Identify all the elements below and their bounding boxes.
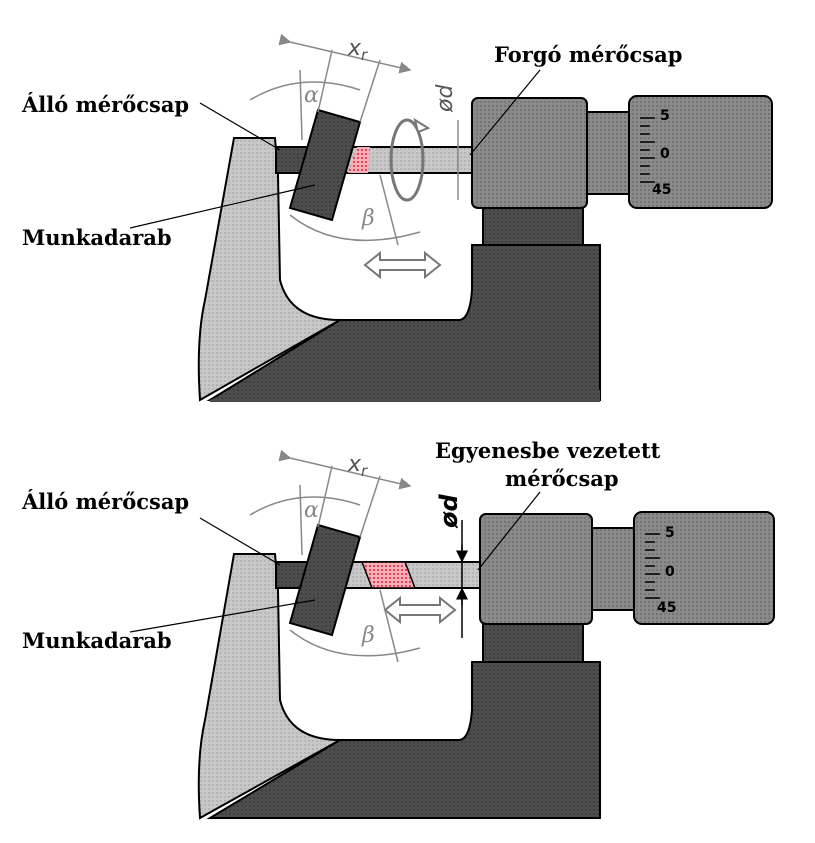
top-label-fixed-anvil: Álló mérőcsap <box>21 92 189 117</box>
top-micrometer: 5 0 45 α β xr ød Álló mérőcsap Forgó mér… <box>21 33 773 402</box>
top-workpiece <box>288 108 362 222</box>
top-label-rotating-spindle: Forgó mérőcsap <box>494 42 682 67</box>
bottom-scale-45: 45 <box>657 600 676 616</box>
bottom-beta: β <box>361 623 375 648</box>
bottom-xr-ext1 <box>317 465 333 528</box>
top-contact-area <box>348 147 370 173</box>
top-frame-body-lower <box>210 390 600 402</box>
top-scale-45: 45 <box>652 182 671 198</box>
top-barrel <box>586 111 630 195</box>
bottom-double-arrow-icon <box>383 595 457 625</box>
bottom-label-guided-line2: mérőcsap <box>505 466 619 491</box>
top-leader-spindle <box>469 69 541 156</box>
top-label-workpiece: Munkadarab <box>22 225 172 250</box>
top-beta-guide <box>379 174 399 246</box>
bottom-alpha: α <box>304 498 319 523</box>
top-rotation-arrowhead-icon <box>413 117 431 134</box>
top-beta: β <box>361 206 375 231</box>
bottom-leader-anvil <box>199 517 281 566</box>
bottom-xr: xr <box>347 452 368 480</box>
bottom-xr-ext2 <box>359 475 381 538</box>
bottom-scale-drum <box>633 511 775 625</box>
bottom-label-fixed-anvil: Álló mérőcsap <box>21 489 189 514</box>
top-xr-line <box>278 33 412 74</box>
top-scale-drum <box>628 95 773 209</box>
top-beta-arc <box>289 214 421 242</box>
bottom-label-guided-line1: Egyenesbe vezetett <box>435 438 661 463</box>
bottom-beta-arc <box>289 629 421 657</box>
bottom-micrometer: 5 0 45 α β xr ød Álló mérőcsap Egyenesbe… <box>21 438 775 820</box>
bottom-diameter: ød <box>435 494 463 529</box>
top-sleeve <box>471 97 588 209</box>
top-diameter: ød <box>433 84 458 113</box>
top-leader-workpiece <box>129 184 316 229</box>
top-xr-ext1 <box>317 49 333 113</box>
top-xr: xr <box>347 36 368 64</box>
top-alpha-arc <box>249 81 361 101</box>
bottom-scale-ticks <box>645 533 660 599</box>
bottom-xr-line <box>278 449 412 490</box>
bottom-alpha-arc <box>249 496 361 516</box>
top-leader-anvil <box>199 102 281 151</box>
bottom-sleeve <box>479 513 593 625</box>
bottom-contact-area <box>360 561 417 589</box>
bottom-scale-0: 0 <box>665 564 675 580</box>
bottom-beta-guide <box>379 589 399 663</box>
bottom-barrel <box>591 527 635 611</box>
bottom-thimble-base <box>482 621 584 663</box>
bottom-scale-5: 5 <box>665 525 675 541</box>
top-scale-0: 0 <box>660 146 670 162</box>
bottom-workpiece <box>288 523 362 637</box>
bottom-alpha-guide <box>299 484 303 556</box>
bottom-leader-workpiece <box>129 599 316 633</box>
top-scale-5: 5 <box>660 108 670 124</box>
top-rotation-arrow-icon <box>389 118 425 202</box>
top-thimble-base <box>482 204 584 246</box>
bottom-label-workpiece: Munkadarab <box>22 628 172 653</box>
top-alpha: α <box>304 83 319 108</box>
top-scale-ticks <box>640 117 655 183</box>
top-alpha-guide <box>299 69 303 141</box>
top-double-arrow-icon <box>363 250 442 280</box>
top-xr-ext2 <box>359 59 381 123</box>
bottom-leader-spindle <box>477 491 541 571</box>
